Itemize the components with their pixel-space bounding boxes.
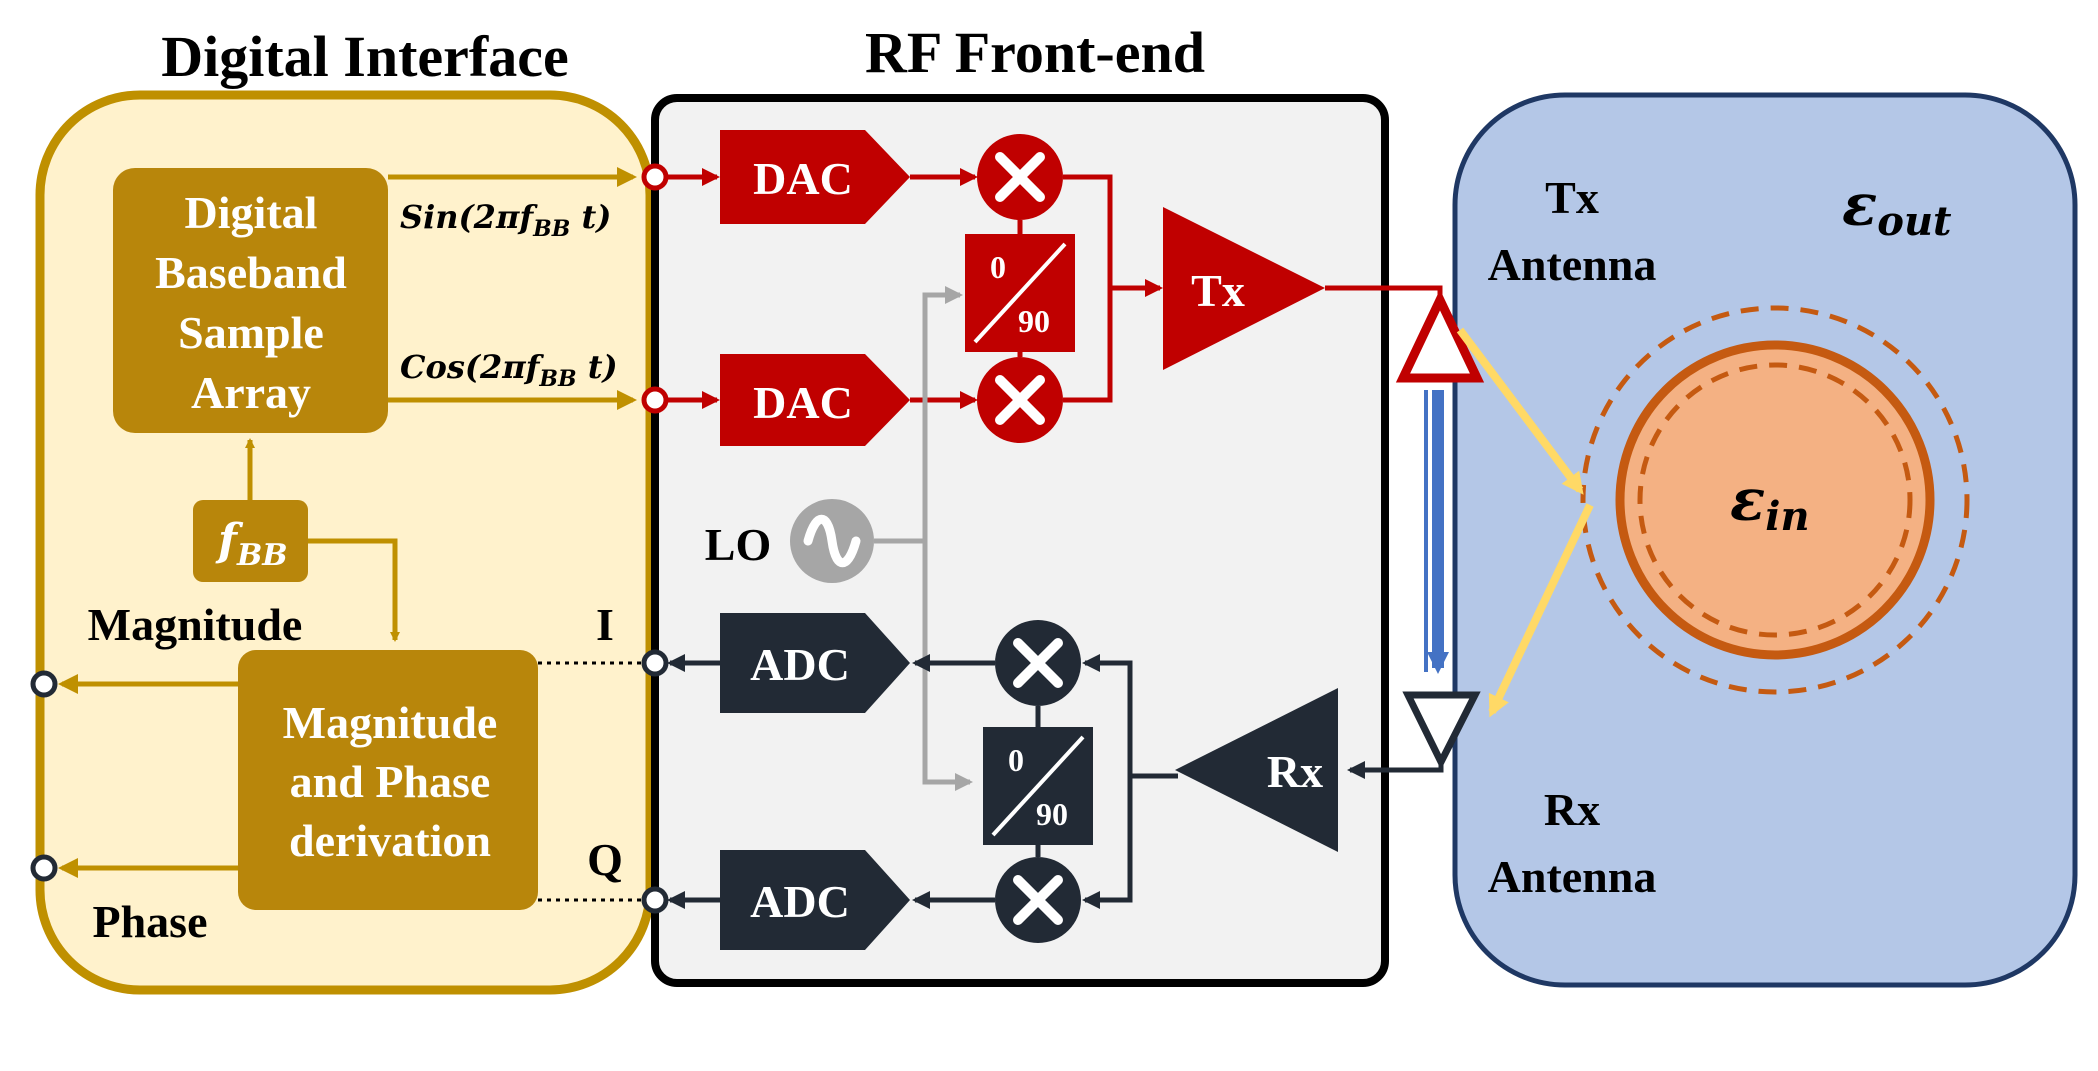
svg-text:90: 90 [1018,303,1050,339]
rx-amp-to-mixer-lower [1082,776,1133,909]
rx-antenna-label-1: Rx [1544,784,1600,835]
magphase-line-2: and Phase [290,756,491,807]
baseband-line-4: Array [191,367,311,418]
epsilon-in-label: εin [1730,466,1810,540]
q-label: Q [587,834,623,885]
svg-text:0: 0 [990,249,1006,285]
tx-mixer-upper [977,134,1063,220]
cos-port [641,386,669,414]
tx-antenna-label-2: Antenna [1488,239,1657,290]
digital-interface-title: Digital Interface [161,24,568,89]
fbb-label: fBB [215,515,288,573]
lo-oscillator-icon [790,499,874,583]
adc-lower-block [720,850,910,950]
sin-label: Sin(2πfBB t) [400,198,611,242]
reflected-ray [1488,503,1594,718]
incident-ray [1456,327,1584,495]
svg-text:0: 0 [1008,742,1024,778]
epsilon-out-label: εout [1842,171,1952,245]
fbb-to-magphase-arrow [308,538,400,642]
fbb-block [193,500,308,582]
rx-mixer-upper [995,620,1081,706]
magnitude-port [30,670,58,698]
magphase-block [238,650,538,910]
cos-label: Cos(2πfBB t) [400,348,618,392]
inner-dashed-ring [1637,362,1913,638]
i-label: I [596,599,614,650]
tx-amplifier-label: Tx [1191,265,1245,316]
rx-amp-to-mixer-upper [1082,654,1178,779]
tx-amplifier [1163,207,1325,370]
adc-upper-block [720,613,910,713]
lo-label: LO [705,519,771,570]
rx-antenna-label-2: Antenna [1488,851,1657,902]
rx-antenna-to-amp [1347,761,1444,779]
dac-upper-label: DAC [753,153,853,204]
digital-baseband-block [113,168,388,433]
rx-mixer-lower [995,857,1081,943]
tx-phase-splitter: 0 90 [965,234,1075,352]
adc-upper-label: ADC [750,639,850,690]
dac-lower-block [720,354,910,446]
target-object [1615,340,1935,660]
dac-upper-block [720,130,910,224]
magnitude-label: Magnitude [88,599,303,650]
baseband-line-1: Digital [185,187,318,238]
rx-amplifier-label: Rx [1267,746,1323,797]
rx-antenna-icon [1402,691,1481,770]
phase-label: Phase [93,896,208,947]
svg-text:90: 90 [1036,796,1068,832]
baseband-line-3: Sample [178,307,324,358]
rf-front-end-title: RF Front-end [865,20,1205,85]
adc-lower-label: ADC [750,876,850,927]
rx-phase-splitter: 0 90 [983,727,1093,845]
phase-port [30,854,58,882]
outer-dashed-ring [1580,305,1970,695]
magphase-line-3: derivation [289,815,491,866]
lo-to-tx-splitter [874,286,963,544]
tx-antenna-icon [1395,289,1485,383]
lo-to-rx-splitter [922,541,973,791]
magphase-line-1: Magnitude [283,697,498,748]
baseband-line-2: Baseband [155,247,347,298]
q-port [641,886,669,914]
sin-port [641,163,669,191]
tx-mixer-lower [977,357,1063,443]
dac-lower-label: DAC [753,377,853,428]
tx-antenna-label-1: Tx [1545,172,1599,223]
i-port [641,649,669,677]
rx-amplifier [1175,688,1338,852]
